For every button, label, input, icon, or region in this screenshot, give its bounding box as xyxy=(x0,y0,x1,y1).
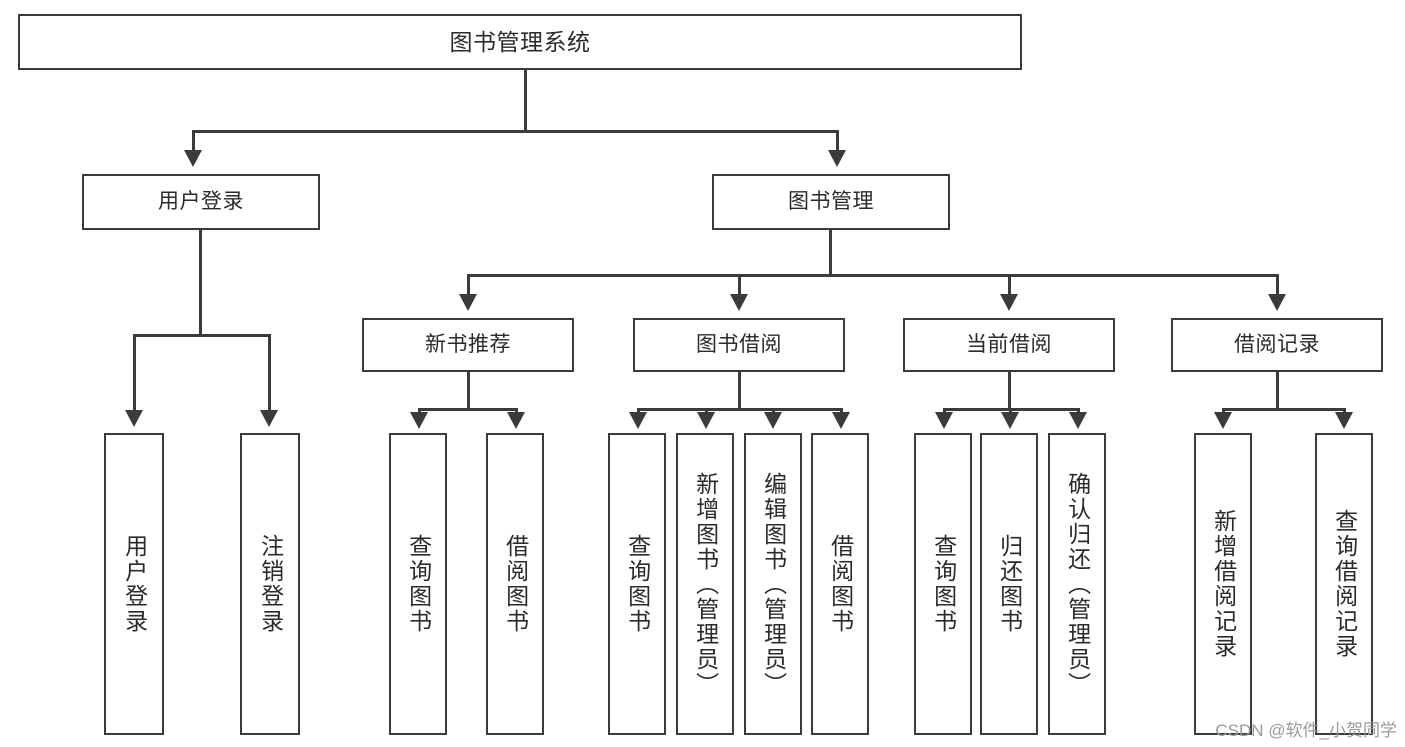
node-label: 新增借阅记录 xyxy=(1210,509,1237,659)
leaf-borrow-book-borrow-book[interactable]: 借阅图书 xyxy=(811,433,869,735)
node-label: 图书管理系统 xyxy=(449,28,591,55)
arrowhead-bm-borrow-book xyxy=(730,294,748,311)
node-label: 查询借阅记录 xyxy=(1331,509,1358,659)
connector-bm-to-current-borrow xyxy=(1008,274,1011,296)
connector-borrow-record-leaf-2 xyxy=(1343,408,1346,414)
connector-root-stem xyxy=(524,70,527,130)
arrowhead-user-login-leaf-2 xyxy=(260,410,278,427)
leaf-user-login-login[interactable]: 用户登录 xyxy=(104,433,164,735)
node-label: 当前借阅 xyxy=(966,332,1052,356)
node-label: 新书推荐 xyxy=(425,332,511,356)
leaf-new-book-query-book[interactable]: 查询图书 xyxy=(389,433,447,735)
node-book-management[interactable]: 图书管理 xyxy=(712,174,950,230)
connector-borrow-book-stem xyxy=(738,372,741,410)
leaf-borrow-book-query-book[interactable]: 查询图书 xyxy=(608,433,666,735)
arrowhead-current-borrow-leaf-2 xyxy=(1001,412,1019,429)
leaf-current-borrow-confirm-return-admin[interactable]: 确认归还（管理员） xyxy=(1048,433,1106,735)
node-label: 图书借阅 xyxy=(696,332,782,356)
connector-current-borrow-leaf-2 xyxy=(1009,408,1012,414)
node-borrow-record[interactable]: 借阅记录 xyxy=(1171,318,1383,372)
node-label: 图书管理 xyxy=(788,189,874,213)
node-label: 借阅图书 xyxy=(502,534,529,634)
arrowhead-bm-new-book xyxy=(459,294,477,311)
connector-new-book-leaf-1 xyxy=(418,408,421,414)
arrowhead-new-book-leaf-1 xyxy=(410,412,428,429)
arrowhead-bm-current-borrow xyxy=(1000,294,1018,311)
connector-bm-to-new-book xyxy=(467,274,470,296)
connector-borrow-record-stem xyxy=(1276,372,1279,410)
connector-root-to-user-login xyxy=(192,130,195,152)
csdn-watermark: CSDN @软件_小贺同学 xyxy=(1215,721,1397,740)
node-book-borrow[interactable]: 图书借阅 xyxy=(633,318,845,372)
connector-bm-to-borrow-book xyxy=(738,274,741,296)
connector-root-to-book-management xyxy=(836,130,839,152)
leaf-user-login-logout[interactable]: 注销登录 xyxy=(240,433,300,735)
node-label: 用户登录 xyxy=(121,534,148,634)
connector-borrow-record-leaf-1 xyxy=(1222,408,1225,414)
arrowhead-borrow-book-leaf-4 xyxy=(832,412,850,429)
connector-borrow-book-leaf-3 xyxy=(772,408,775,414)
node-label: 查询图书 xyxy=(930,534,957,634)
connector-user-login-stem xyxy=(199,230,202,336)
arrowhead-borrow-book-leaf-2 xyxy=(697,412,715,429)
leaf-current-borrow-return-book[interactable]: 归还图书 xyxy=(980,433,1038,735)
arrowhead-borrow-book-leaf-3 xyxy=(764,412,782,429)
leaf-borrow-book-add-book-admin[interactable]: 新增图书（管理员） xyxy=(676,433,734,735)
node-label: 确认归还（管理员） xyxy=(1064,471,1091,697)
connector-current-borrow-leaf-3 xyxy=(1077,408,1080,414)
node-label: 注销登录 xyxy=(257,534,284,634)
arrowhead-to-book-management xyxy=(828,150,846,167)
node-label: 查询图书 xyxy=(624,534,651,634)
connector-bm-to-borrow-record xyxy=(1276,274,1279,296)
leaf-borrow-record-add-record[interactable]: 新增借阅记录 xyxy=(1194,433,1252,735)
arrowhead-bm-borrow-record xyxy=(1268,294,1286,311)
arrowhead-current-borrow-leaf-1 xyxy=(935,412,953,429)
node-label: 借阅记录 xyxy=(1234,332,1320,356)
arrowhead-borrow-record-leaf-2 xyxy=(1335,412,1353,429)
connector-current-borrow-leaf-1 xyxy=(943,408,946,414)
connector-borrow-book-leaf-1 xyxy=(637,408,640,414)
arrowhead-new-book-leaf-2 xyxy=(507,412,525,429)
leaf-borrow-book-edit-book-admin[interactable]: 编辑图书（管理员） xyxy=(744,433,802,735)
connector-current-borrow-stem xyxy=(1008,372,1011,410)
arrowhead-current-borrow-leaf-3 xyxy=(1069,412,1087,429)
connector-new-book-stem xyxy=(467,372,470,410)
leaf-borrow-record-query-record[interactable]: 查询借阅记录 xyxy=(1315,433,1373,735)
node-label: 用户登录 xyxy=(158,189,244,213)
connector-book-management-stem xyxy=(829,230,832,276)
node-new-book-recommendation[interactable]: 新书推荐 xyxy=(362,318,574,372)
node-label: 编辑图书（管理员） xyxy=(760,471,787,697)
node-current-borrow[interactable]: 当前借阅 xyxy=(903,318,1115,372)
connector-root-bar xyxy=(192,130,838,133)
leaf-new-book-borrow-book[interactable]: 借阅图书 xyxy=(486,433,544,735)
node-label: 查询图书 xyxy=(405,534,432,634)
arrowhead-borrow-record-leaf-1 xyxy=(1214,412,1232,429)
connector-user-login-bar xyxy=(133,334,270,337)
arrowhead-borrow-book-leaf-1 xyxy=(629,412,647,429)
leaf-current-borrow-query-book[interactable]: 查询图书 xyxy=(914,433,972,735)
connector-borrow-book-leaf-4 xyxy=(840,408,843,414)
connector-user-login-to-leaf-1 xyxy=(133,334,136,412)
node-root-library-management-system[interactable]: 图书管理系统 xyxy=(18,14,1022,70)
node-label: 归还图书 xyxy=(996,534,1023,634)
connector-borrow-book-bar xyxy=(637,408,843,411)
arrowhead-user-login-leaf-1 xyxy=(125,410,143,427)
connector-book-management-bar xyxy=(467,274,1279,277)
node-label: 借阅图书 xyxy=(827,534,854,634)
arrowhead-to-user-login xyxy=(184,150,202,167)
connector-user-login-to-leaf-2 xyxy=(268,334,271,412)
connector-borrow-book-leaf-2 xyxy=(705,408,708,414)
connector-new-book-bar xyxy=(418,408,518,411)
node-label: 新增图书（管理员） xyxy=(692,471,719,697)
node-user-login[interactable]: 用户登录 xyxy=(82,174,320,230)
connector-new-book-leaf-2 xyxy=(515,408,518,414)
connector-borrow-record-bar xyxy=(1222,408,1346,411)
